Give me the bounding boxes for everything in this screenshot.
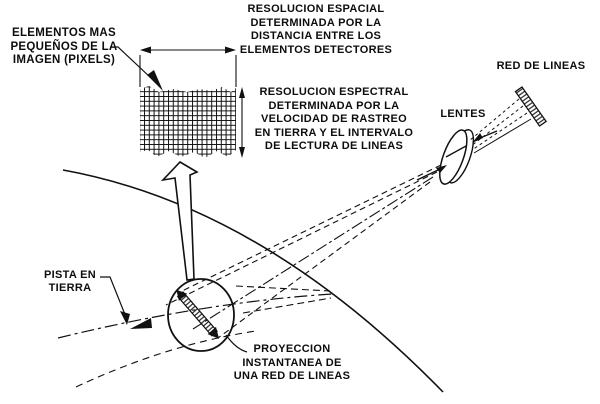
pixels-label: ELEMENTOS MAS PEQUEÑOS DE LA IMAGEN (PIX… xyxy=(10,27,118,66)
ground-track-centerline xyxy=(57,293,334,339)
spatial-resolution-arrow xyxy=(140,46,236,54)
spectral-resolution-arrow xyxy=(239,87,245,158)
rays-grating-to-lens xyxy=(468,98,532,154)
optical-axis-to-ground xyxy=(192,176,434,330)
projected-grid-strip xyxy=(176,289,220,339)
arrowhead-down xyxy=(239,147,245,158)
swath-lower-arc xyxy=(75,330,257,388)
axis-segment xyxy=(416,169,439,181)
pixel-grid xyxy=(139,55,237,158)
solid-ray xyxy=(473,118,532,154)
strip-end-near xyxy=(176,289,188,301)
swath-edge-dashes xyxy=(235,285,332,314)
line-grating xyxy=(514,86,547,127)
arrowhead xyxy=(472,133,483,143)
arrowhead xyxy=(436,165,447,173)
spatial-resolution-label: RESOLUCION ESPACIAL DETERMINADA POR LA D… xyxy=(239,3,393,56)
line-grid-label: RED DE LINEAS xyxy=(496,60,586,72)
lens-front-edge xyxy=(439,129,468,185)
dashed-rays xyxy=(165,164,442,339)
scanner-projection-arrow xyxy=(160,160,199,281)
strip-end-far xyxy=(207,326,220,339)
lens-label: LENTES xyxy=(440,108,486,120)
arrowhead-up xyxy=(239,87,245,98)
projection-label-connector xyxy=(225,334,248,353)
projection-label: PROYECCION INSTANTANEA DE UNA RED DE LIN… xyxy=(233,343,351,382)
track-direction-arrowhead xyxy=(130,318,152,329)
earth-horizon-curve xyxy=(62,169,444,393)
lens-ellipse xyxy=(439,129,475,185)
ground-track-label: PISTA EN TIERRA xyxy=(44,269,96,294)
dashed-rays xyxy=(468,98,528,151)
arrowhead xyxy=(147,70,163,91)
pixels-label-connector xyxy=(110,46,163,91)
grid-extent-lines xyxy=(139,55,237,87)
grating-band xyxy=(514,86,547,127)
arrowhead-left xyxy=(140,46,151,54)
arrowhead xyxy=(120,311,130,325)
pixel-grid-area xyxy=(140,86,236,158)
connector-line xyxy=(110,46,152,79)
ground-track-label-connector xyxy=(100,276,130,325)
spectral-resolution-label: RESOLUCION ESPECTRAL DETERMINADA POR LA … xyxy=(254,86,414,152)
connector-line xyxy=(100,276,127,318)
lens-axis-line xyxy=(445,145,467,158)
optical-axis-left xyxy=(416,165,447,181)
arrowhead-right xyxy=(225,46,236,54)
ground-track-arcs xyxy=(57,285,334,388)
ray-fan-to-ground xyxy=(165,164,442,339)
